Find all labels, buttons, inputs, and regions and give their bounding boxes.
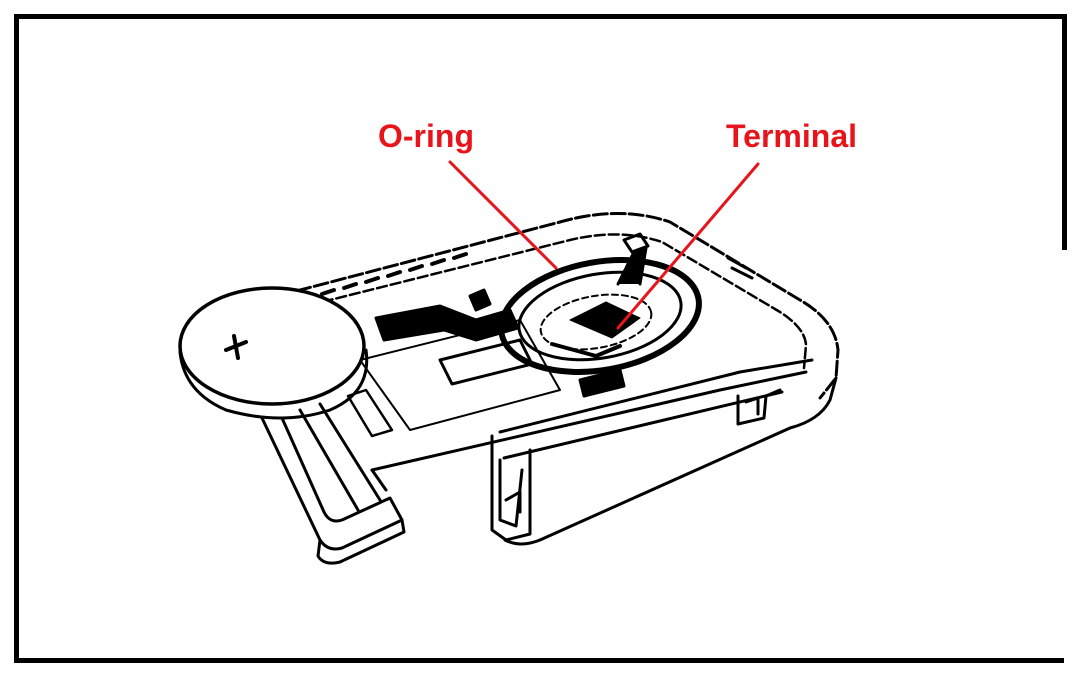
tray-rail-2 <box>318 402 382 502</box>
battery-compartment <box>359 288 626 431</box>
component-3 <box>578 368 626 398</box>
housing-top-ridges <box>298 252 468 302</box>
side-latch-detail <box>744 396 760 416</box>
housing-right-front-lower <box>502 390 784 460</box>
terminal-leader-line <box>616 162 760 330</box>
oring-assembly <box>498 232 702 375</box>
circuit-strip <box>374 304 520 342</box>
terminal-clip <box>622 232 650 254</box>
coin-battery <box>178 286 369 420</box>
figure-frame-right-edge <box>1062 14 1067 250</box>
housing-notch <box>490 434 532 542</box>
oring-leader-line <box>448 160 558 270</box>
housing-top-outline <box>260 212 840 400</box>
plus-sign-icon <box>224 334 248 360</box>
housing-notch-detail <box>504 490 522 514</box>
oring-outer <box>498 257 702 375</box>
terminal-label: Terminal <box>726 118 857 154</box>
remote-housing <box>260 212 840 565</box>
housing-front-edge <box>370 370 808 472</box>
coin-battery-edge <box>178 348 369 420</box>
housing-front-bottom <box>370 468 388 492</box>
tray-blade <box>260 416 404 551</box>
coin-battery-face <box>178 286 366 406</box>
tray-slot <box>346 388 394 438</box>
callout-lines <box>448 160 760 330</box>
housing-right-ridges <box>726 256 754 280</box>
housing-inner-rim <box>280 233 808 370</box>
component-1 <box>468 288 492 312</box>
figure-frame <box>14 14 1064 663</box>
tray-rail-1 <box>298 408 360 512</box>
component-2 <box>438 338 534 386</box>
side-latch <box>736 388 782 426</box>
terminal-contact <box>569 301 641 339</box>
housing-right-front <box>498 358 814 434</box>
oring-inner <box>517 270 683 362</box>
terminal-leg <box>550 342 622 358</box>
battery-seat <box>539 293 653 351</box>
tray-blade-edge <box>316 518 406 565</box>
housing-side-wall <box>503 376 838 546</box>
oring-label: O-ring <box>378 118 474 154</box>
